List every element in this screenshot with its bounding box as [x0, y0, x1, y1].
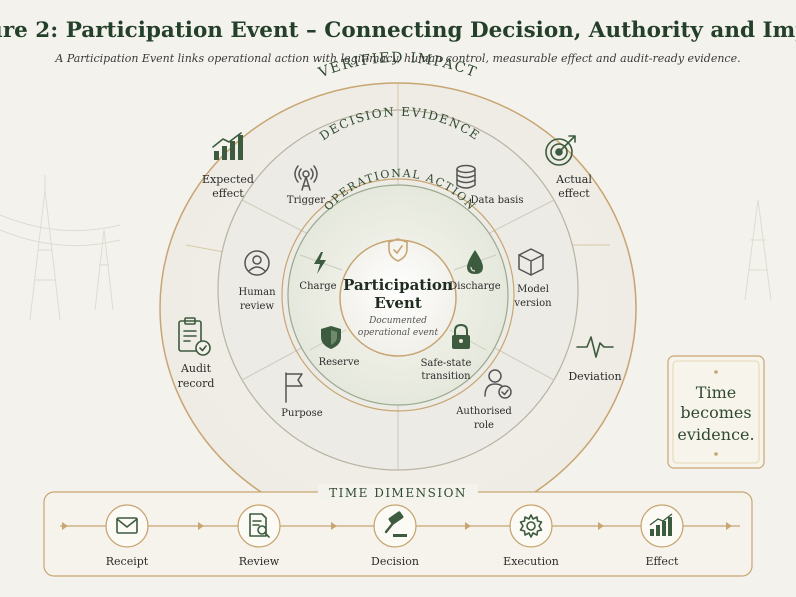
clipboard-check-icon: [178, 317, 211, 356]
timeline-step-execution: Execution: [503, 504, 559, 568]
broadcast-icon: [294, 165, 318, 191]
timeline-step-decision: Decision: [371, 504, 419, 568]
svg-text:evidence.: evidence.: [677, 425, 754, 444]
user-check-icon: [484, 369, 512, 399]
database-icon: [456, 164, 476, 189]
svg-text:Actual: Actual: [555, 173, 592, 186]
shield-check-icon: [388, 238, 408, 262]
svg-text:transition: transition: [421, 371, 471, 382]
human-review-item: Human review: [238, 250, 276, 312]
person-icon: [244, 250, 270, 276]
safe-state-item: Safe-state transition: [421, 323, 472, 382]
gear-icon: [519, 514, 543, 538]
bar-chart-up-icon: [649, 513, 673, 536]
svg-text:Deviation: Deviation: [568, 370, 621, 383]
data-basis-item: Data basis: [456, 164, 524, 206]
svg-text:Decision: Decision: [371, 555, 419, 568]
svg-text:Discharge: Discharge: [449, 281, 501, 292]
lightning-icon: [314, 252, 326, 274]
page-title: Figure 2: Participation Event – Connecti…: [0, 18, 796, 43]
svg-text:Safe-state: Safe-state: [421, 358, 472, 369]
flag-icon: [285, 372, 303, 403]
svg-text:version: version: [513, 298, 552, 309]
svg-text:review: review: [240, 301, 274, 312]
svg-text:Data basis: Data basis: [471, 195, 524, 206]
lock-icon: [452, 323, 470, 349]
timeline-arrows: [62, 522, 732, 530]
center-caption-line2: operational event: [358, 328, 439, 338]
center-title-line2: Event: [374, 294, 422, 312]
envelope-icon: [116, 517, 138, 534]
svg-text:Reserve: Reserve: [319, 357, 360, 368]
inner-gold-rim: [281, 178, 515, 412]
actual-effect-item: Actual effect: [545, 135, 592, 200]
svg-text:Audit: Audit: [180, 362, 212, 375]
svg-text:Trigger: Trigger: [287, 195, 325, 206]
discharge-item: Discharge: [449, 250, 501, 292]
document-search-icon: [249, 513, 270, 538]
svg-text:Charge: Charge: [299, 281, 336, 292]
model-version-item: Model version: [513, 248, 552, 309]
svg-text:Purpose: Purpose: [281, 408, 323, 419]
time-evidence-callout: Time becomes evidence.: [667, 355, 765, 469]
svg-text:effect: effect: [212, 187, 244, 200]
audit-record-item: Audit record: [178, 317, 215, 390]
svg-text:Model: Model: [517, 284, 549, 295]
timeline-title: TIME DIMENSION: [329, 486, 467, 500]
svg-text:Human: Human: [238, 287, 276, 298]
timeline-step-receipt: Receipt: [105, 504, 149, 568]
shield-icon: [321, 326, 341, 349]
timeline-step-effect: Effect: [640, 504, 684, 568]
svg-text:Execution: Execution: [503, 555, 559, 568]
page-subtitle: A Participation Event links operational …: [54, 52, 740, 65]
svg-text:Review: Review: [239, 555, 280, 568]
authorised-role-item: Authorised role: [455, 369, 512, 431]
svg-text:becomes: becomes: [680, 403, 751, 422]
svg-text:role: role: [474, 420, 494, 431]
cube-icon: [518, 248, 544, 276]
center-title-line1: Participation: [343, 276, 453, 294]
svg-text:Time: Time: [696, 383, 736, 402]
gavel-icon: [384, 511, 407, 537]
timeline-step-review: Review: [237, 504, 281, 568]
trigger-item: Trigger: [287, 165, 325, 206]
svg-text:Receipt: Receipt: [106, 555, 149, 568]
pulse-icon: [576, 336, 614, 358]
bar-chart-up-icon: [212, 132, 243, 160]
background-pylons: [0, 175, 772, 321]
droplet-icon: [467, 250, 483, 274]
svg-text:Expected: Expected: [202, 173, 254, 186]
charge-item: Charge: [299, 252, 337, 292]
deviation-item: Deviation: [568, 336, 622, 383]
expected-effect-item: Expected effect: [202, 132, 254, 200]
reserve-item: Reserve: [319, 326, 360, 368]
svg-text:Effect: Effect: [646, 555, 680, 568]
purpose-item: Purpose: [281, 372, 323, 419]
svg-text:Authorised: Authorised: [455, 406, 512, 417]
svg-text:record: record: [178, 377, 215, 390]
center-caption-line1: Documented: [368, 316, 427, 326]
target-icon: [545, 135, 576, 166]
svg-text:effect: effect: [558, 187, 590, 200]
participation-event-core: [339, 239, 457, 357]
